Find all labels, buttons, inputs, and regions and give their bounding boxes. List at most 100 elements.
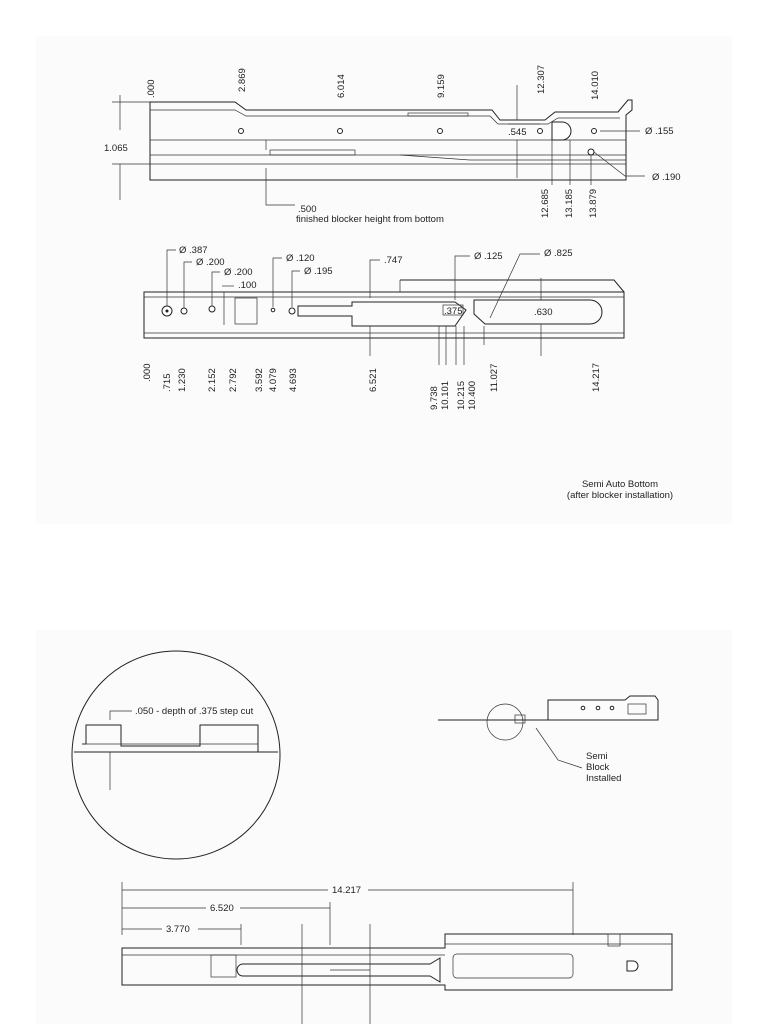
detail-circle [71,650,281,860]
end-slot [473,299,603,325]
sketch-block [514,714,526,724]
height-label: 1.065 [104,143,128,154]
step-label: .050 - depth of .375 step cut [135,706,254,717]
leader-line [109,710,132,720]
blocker-note: finished blocker height from bottom [296,214,444,225]
side-view-taper-line [399,154,626,161]
length-view-tab [607,933,621,947]
bottom-extension-lines [438,326,485,365]
callout-label: .747 [384,255,403,266]
hole-icon [587,148,595,156]
drawing-sheet-bottom [36,630,732,1024]
dim-label: 1.230 [177,368,188,392]
caption-line-1: Semi Auto Bottom [581,479,659,490]
hole-icon [337,128,343,134]
depth-label: .545 [508,127,527,138]
dim-label: .000 [146,80,157,99]
bottom-view-raised-edge [400,279,625,293]
callout-label: Ø .120 [286,253,315,264]
callout-label: Ø .825 [544,248,573,259]
hole-icon [208,305,216,313]
leader-line [369,259,380,298]
dim-label: 2.792 [228,368,239,392]
dim-label: 4.079 [268,368,279,392]
dim-label: .715 [162,374,173,393]
install-note-line: Installed [586,773,621,784]
hole-callout: Ø .190 [652,172,681,183]
leader-line [166,249,176,306]
hole-icon [537,128,543,134]
leader-line [272,257,282,307]
dim-label: 6.521 [368,368,379,392]
hole-icon [288,307,296,315]
inner-label: .375 [444,306,463,317]
hole-icon [238,128,244,134]
slot-icon [626,960,639,972]
bottom-view: Ø .387 Ø .200 Ø .200 .100 Ø .120 Ø .195 … [142,245,625,410]
square-cutout [234,297,258,325]
side-view-outline [149,99,633,181]
sketch-window [627,703,647,715]
leader-line [489,253,540,319]
dim-label: 10.101 [440,381,451,410]
length-dim-label: 14.217 [332,885,361,896]
dim-label: 3.592 [254,368,265,392]
dim-label: 13.879 [588,189,599,218]
hole-center-icon [165,309,169,313]
blocker-value: .500 [298,204,317,215]
hole-icon [591,128,597,134]
dim-label: 2.869 [237,68,248,92]
callout-label: Ø .200 [196,257,225,268]
callout-label: Ø .387 [179,245,208,256]
hole-icon [609,705,615,711]
dim-label: 14.217 [591,363,602,392]
square-cutout [210,954,237,978]
dim-label: 9.738 [429,386,440,410]
dim-label: 4.693 [288,368,299,392]
slot-icon [551,121,572,141]
length-view-slot [236,957,441,983]
callout-label: Ø .200 [224,267,253,278]
leader-line [265,168,295,206]
callout-label: .100 [238,280,257,291]
length-dim-label: 3.770 [166,924,190,935]
inner-label: .630 [534,307,553,318]
hole-icon [580,705,586,711]
install-sketch: Semi Block Installed [438,695,659,784]
label-backer [328,884,368,896]
leader-line [211,271,220,306]
hole-icon [270,307,276,313]
sketch-circle [486,703,524,741]
install-note-line: Block [586,762,609,773]
leader-line [183,261,192,308]
detail-profile [82,724,259,752]
dim-label: 2.152 [207,368,218,392]
side-view-blocker [269,149,356,156]
hole-icon [595,705,601,711]
leader-line [535,727,583,769]
install-note-line: Semi [586,751,608,762]
length-view: 14.217 6.520 3.770 [121,882,673,1024]
callout-label: Ø .195 [304,266,333,277]
view-caption: Semi Auto Bottom (after blocker installa… [530,479,710,501]
label-backer [206,902,240,914]
bottom-view-outline [143,291,625,339]
detail-view: .050 - depth of .375 step cut [71,650,281,860]
leader-line [593,151,645,177]
label-backer [162,923,198,935]
dim-label: 10.400 [467,381,478,410]
dim-label: 12.685 [540,189,551,218]
sketch-part [547,695,659,721]
hole-callout: Ø .155 [645,126,674,137]
dim-label: .000 [142,364,153,383]
step-box [442,304,464,316]
side-view: .000 2.869 6.014 9.159 12.307 14.010 1.0… [104,65,681,225]
dim-label: 14.010 [590,71,601,100]
dim-label: 13.185 [564,189,575,218]
leader-line [454,255,470,300]
leader-line [291,270,300,307]
caption-line-2: (after blocker installation) [566,490,674,501]
length-view-end-slot [452,953,574,979]
hole-icon [437,128,443,134]
